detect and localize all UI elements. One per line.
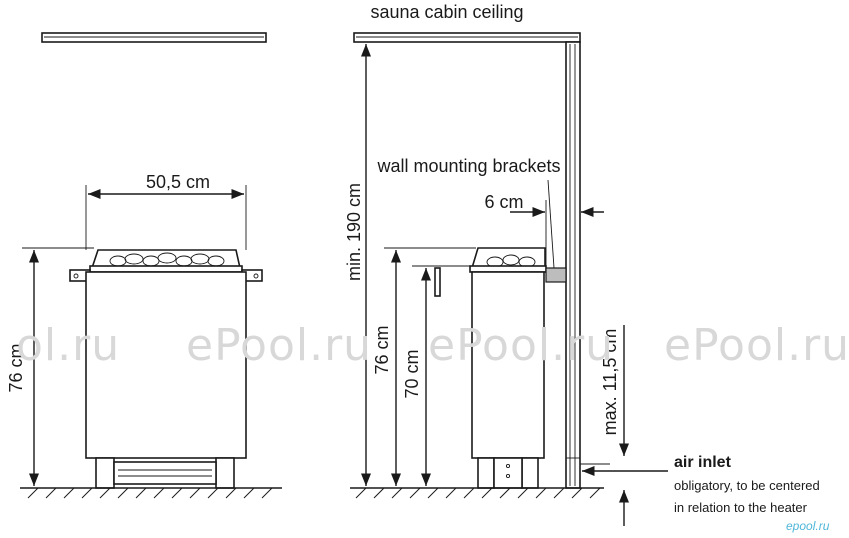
control-bracket-stub bbox=[434, 267, 441, 297]
front-leg-left bbox=[95, 457, 115, 489]
side-ceiling-plank bbox=[353, 32, 581, 43]
front-leg-right bbox=[215, 457, 235, 489]
front-ceiling-plank bbox=[41, 32, 267, 43]
front-heater-body bbox=[85, 271, 247, 459]
front-base-frame bbox=[113, 461, 217, 485]
min-ceiling-label: min. 190 cm bbox=[344, 183, 364, 281]
max-inlet-label: max. 11,5 cm bbox=[600, 329, 620, 436]
watermarks: ol.ru ePool.ru ePool.ru ePool.ru epool.r… bbox=[16, 320, 849, 533]
side-leg-front bbox=[477, 457, 495, 489]
bracket-height-label: 70 cm bbox=[402, 349, 422, 398]
wall-mounting-bracket bbox=[545, 267, 567, 283]
front-view: 50,5 cm 76 cm bbox=[6, 32, 282, 499]
watermark-2: ePool.ru bbox=[428, 320, 614, 371]
side-heater-body bbox=[471, 271, 545, 459]
front-top-lip bbox=[89, 265, 243, 273]
brackets-leader bbox=[547, 179, 555, 269]
right-height-label: 76 cm bbox=[372, 325, 392, 374]
side-base-frame bbox=[493, 457, 523, 489]
watermark-1: ePool.ru bbox=[186, 320, 372, 371]
air-inlet-title: air inlet bbox=[674, 454, 732, 471]
gap-label: 6 cm bbox=[484, 192, 523, 212]
width-label: 50,5 cm bbox=[146, 172, 210, 192]
air-inlet-note-line2: in relation to the heater bbox=[674, 500, 808, 515]
side-top-lip bbox=[469, 265, 547, 273]
left-height-label: 76 cm bbox=[6, 343, 26, 392]
sauna-wall bbox=[565, 41, 581, 489]
side-leg-rear bbox=[521, 457, 539, 489]
air-inlet-note-line1: obligatory, to be centered bbox=[674, 478, 820, 493]
side-view: sauna cabin ceiling min. 190 cm bbox=[344, 2, 820, 526]
watermark-3: ePool.ru bbox=[664, 320, 849, 371]
front-floor-hatch bbox=[27, 487, 273, 499]
side-floor-hatch bbox=[355, 487, 601, 499]
brackets-label: wall mounting brackets bbox=[376, 156, 560, 176]
watermark-corner: epool.ru bbox=[786, 519, 830, 533]
watermark-partial: ol.ru bbox=[16, 320, 120, 371]
ceiling-label: sauna cabin ceiling bbox=[370, 2, 523, 22]
